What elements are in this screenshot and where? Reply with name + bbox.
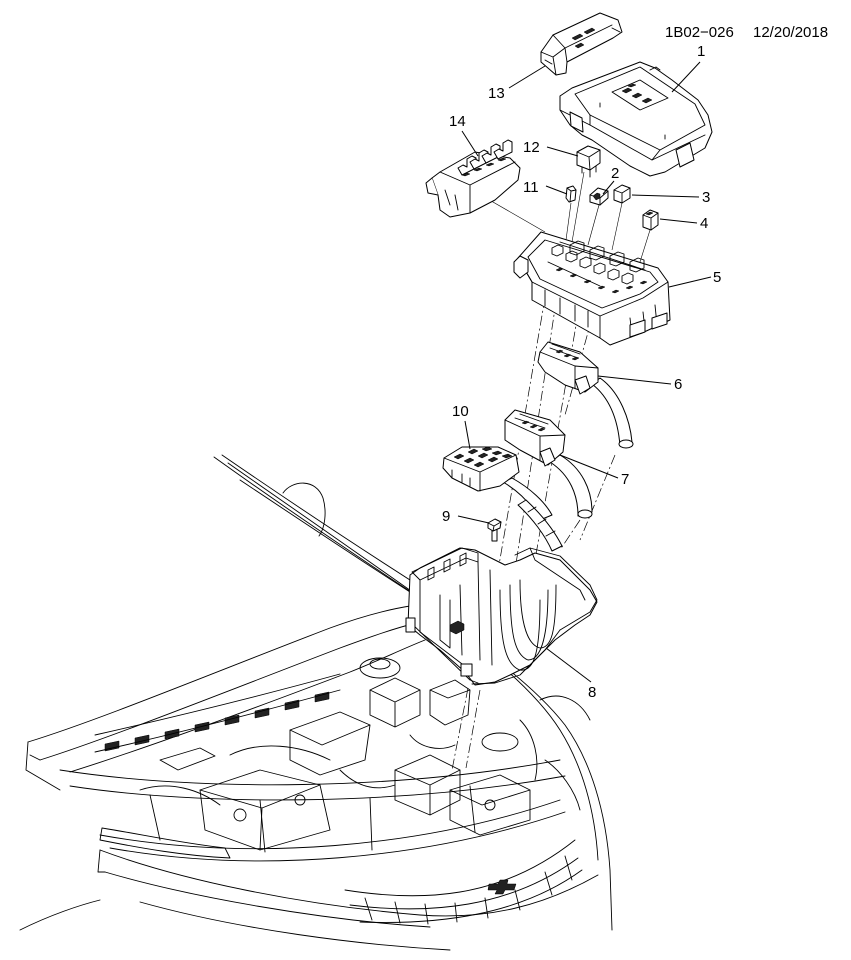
relay-holder-14 (425, 139, 521, 218)
callout-5: 5 (713, 269, 721, 286)
bolt (487, 518, 502, 542)
callout-10: 10 (452, 403, 469, 420)
left-strut-tower (359, 657, 401, 679)
hood-left-edge (25, 605, 426, 791)
leader-6 (597, 375, 672, 385)
callout-7: 7 (621, 471, 629, 488)
fuse-block-body (513, 231, 671, 346)
leader-11 (545, 185, 568, 195)
leader-lines (457, 61, 712, 683)
callout-12: 12 (523, 139, 540, 156)
leader-12 (546, 146, 579, 157)
callout-11: 11 (523, 179, 539, 196)
air-box (369, 677, 421, 728)
engine-bay-components (139, 657, 538, 851)
callout-2: 2 (611, 165, 619, 182)
drawing-date: 12/20/2018 (753, 24, 828, 41)
leader-2 (602, 180, 615, 195)
fuse-11 (565, 185, 577, 203)
vehicle-front-end (19, 454, 613, 951)
lower-tray (405, 547, 598, 686)
harness-connector-10 (442, 446, 563, 552)
fuse-4 (642, 209, 659, 231)
drawing-id: 1B02−026 (665, 24, 734, 41)
leader-10 (464, 420, 471, 450)
front-grille (344, 839, 583, 925)
callout-3: 3 (702, 189, 710, 206)
callout-8: 8 (588, 684, 596, 701)
left-headlamp (99, 827, 231, 859)
fuse-box-mount-bracket (394, 754, 461, 816)
harness-connector-6 (537, 341, 634, 449)
bowtie-emblem-icon (487, 879, 517, 895)
fuse-2 (589, 187, 609, 206)
leader-8 (545, 647, 592, 683)
cover-label-panel (611, 79, 669, 111)
coolant-reservoir (429, 679, 471, 726)
callout-13: 13 (488, 85, 505, 102)
leader-5 (668, 276, 712, 288)
leader-3 (631, 194, 700, 198)
radiator-support (59, 759, 566, 862)
harness-connector-7 (504, 409, 593, 519)
right-strut-tower (481, 732, 519, 752)
leader-4 (659, 218, 698, 224)
leader-7 (559, 454, 619, 479)
relay-12 (576, 145, 601, 178)
callout-14: 14 (449, 113, 466, 130)
mini-relay-3 (613, 184, 631, 204)
engine-block (199, 769, 331, 851)
windshield-cowl (213, 454, 433, 604)
callout-labels: 1 2 3 4 5 6 7 8 9 10 11 12 13 14 (442, 43, 721, 701)
leader-9 (457, 515, 490, 524)
leader-13 (508, 65, 546, 89)
callout-4: 4 (700, 215, 708, 232)
callout-1: 1 (697, 43, 705, 60)
small-cover-13 (540, 12, 623, 76)
fuse-block-cavities (547, 240, 648, 294)
callout-6: 6 (674, 376, 682, 393)
leader-1 (671, 61, 701, 93)
leader-14 (461, 130, 479, 157)
side-mirror (282, 482, 326, 537)
front-fascia (19, 827, 599, 951)
cowl-vent-slats (94, 673, 341, 753)
callout-9: 9 (442, 508, 450, 525)
